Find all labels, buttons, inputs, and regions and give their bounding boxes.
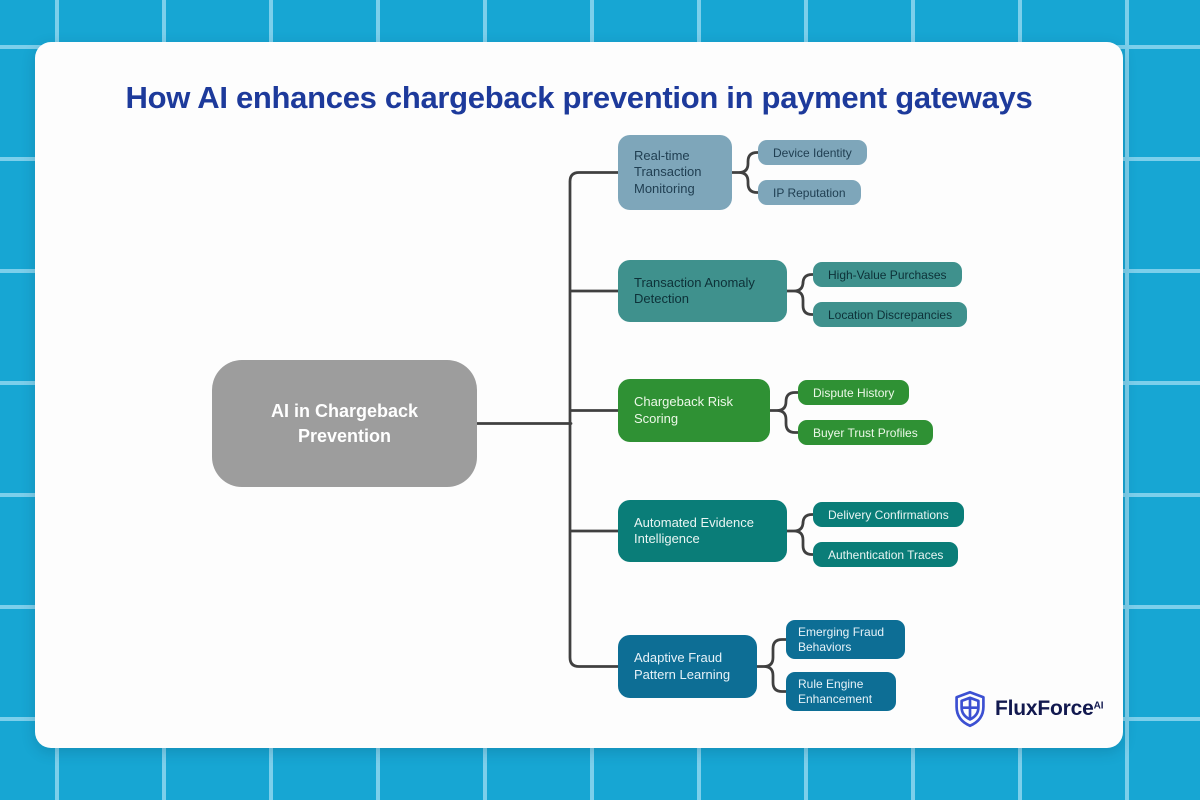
brand-name: FluxForceAI bbox=[995, 697, 1104, 721]
branch-label: Transaction Anomaly Detection bbox=[634, 274, 755, 307]
sub-node-label: Location Discrepancies bbox=[828, 307, 953, 322]
sub-node-label: Dispute History bbox=[813, 385, 895, 400]
sub-node-delivery-confirmations: Delivery Confirmations bbox=[813, 502, 964, 527]
sub-node-label: Emerging Fraud Behaviors bbox=[798, 624, 885, 654]
brand-suffix: AI bbox=[1093, 700, 1104, 712]
shield-icon bbox=[955, 690, 985, 728]
sub-node-label: Authentication Traces bbox=[828, 547, 944, 562]
brand-logo: FluxForceAI bbox=[952, 690, 1104, 728]
center-node: AI in Chargeback Prevention bbox=[212, 360, 477, 487]
sub-node-label: Buyer Trust Profiles bbox=[813, 425, 918, 440]
sub-node-label: Device Identity bbox=[773, 145, 852, 160]
sub-node-rule-engine-enhancement: Rule Engine Enhancement bbox=[786, 672, 896, 711]
branch-node-real-time-transaction-monitoring: Real-time Transaction Monitoring bbox=[618, 135, 732, 210]
sub-node-label: High-Value Purchases bbox=[828, 267, 947, 282]
content-card bbox=[35, 42, 1123, 748]
sub-node-label: Delivery Confirmations bbox=[828, 507, 949, 522]
sub-node-device-identity: Device Identity bbox=[758, 140, 867, 165]
branch-node-chargeback-risk-scoring: Chargeback Risk Scoring bbox=[618, 379, 770, 442]
branch-label: Automated Evidence Intelligence bbox=[634, 514, 754, 547]
sub-node-high-value-purchases: High-Value Purchases bbox=[813, 262, 962, 287]
sub-node-buyer-trust-profiles: Buyer Trust Profiles bbox=[798, 420, 933, 445]
branch-label: Adaptive Fraud Pattern Learning bbox=[634, 650, 731, 682]
sub-node-label: Rule Engine Enhancement bbox=[798, 676, 873, 706]
page-title: How AI enhances chargeback prevention in… bbox=[125, 80, 1033, 115]
center-node-label: AI in Chargeback Prevention bbox=[270, 401, 419, 446]
sub-node-ip-reputation: IP Reputation bbox=[758, 180, 861, 205]
sub-node-location-discrepancies: Location Discrepancies bbox=[813, 302, 968, 327]
sub-node-dispute-history: Dispute History bbox=[798, 380, 910, 405]
brand-text: FluxForce bbox=[995, 697, 1094, 720]
sub-node-authentication-traces: Authentication Traces bbox=[813, 542, 959, 567]
branch-label: Chargeback Risk Scoring bbox=[634, 394, 733, 426]
branch-node-automated-evidence-intelligence: Automated Evidence Intelligence bbox=[618, 500, 787, 562]
sub-node-label: IP Reputation bbox=[773, 185, 846, 200]
sub-node-emerging-fraud-behaviors: Emerging Fraud Behaviors bbox=[786, 620, 905, 659]
branch-node-adaptive-fraud-pattern-learning: Adaptive Fraud Pattern Learning bbox=[618, 635, 757, 698]
branch-label: Real-time Transaction Monitoring bbox=[634, 147, 702, 196]
branch-node-transaction-anomaly-detection: Transaction Anomaly Detection bbox=[618, 260, 787, 322]
